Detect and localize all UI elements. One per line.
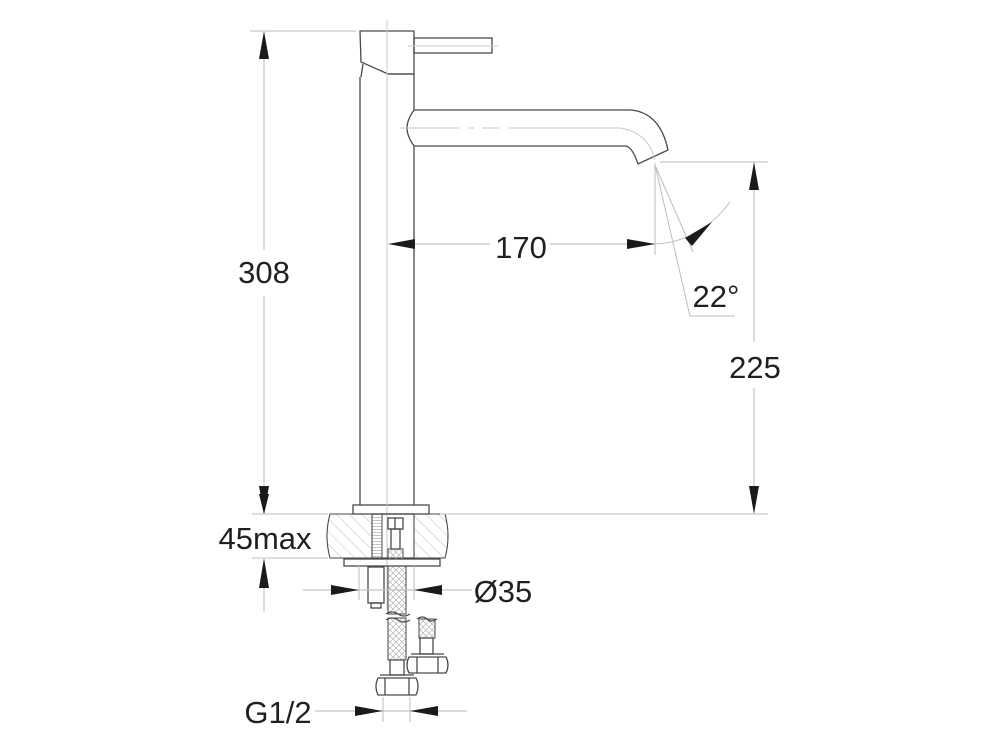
hex-nut-long xyxy=(375,677,419,696)
threaded-rod xyxy=(371,513,383,559)
dim-spout-angle: 22° xyxy=(654,164,740,317)
label-thread: G1/2 xyxy=(244,695,311,730)
label-outlet-height: 225 xyxy=(729,350,781,385)
label-overall-height: 308 xyxy=(238,255,290,290)
label-spout-reach: 170 xyxy=(495,230,547,265)
label-spout-angle: 22° xyxy=(693,279,740,314)
lock-plate xyxy=(343,558,441,567)
dim-overall-height: 308 xyxy=(238,30,356,514)
label-hole-diameter: Ø35 xyxy=(474,574,533,609)
dim-hole-diameter: Ø35 xyxy=(303,566,532,609)
arrow-right-icon xyxy=(355,706,383,716)
arrow-left-icon xyxy=(414,585,442,595)
arrow-down-icon xyxy=(749,486,759,514)
center-lines xyxy=(386,20,656,610)
arrow-right-icon xyxy=(627,239,655,249)
arrow-angle-icon xyxy=(685,222,712,246)
spout xyxy=(414,109,669,165)
faucet-body xyxy=(352,30,669,515)
dim-thread: G1/2 xyxy=(244,695,467,730)
arrow-left-icon xyxy=(388,239,415,249)
arrow-up-icon xyxy=(259,558,269,588)
mounting-nut xyxy=(367,566,385,604)
arrow-up-icon xyxy=(259,31,269,59)
arrow-down-icon xyxy=(259,494,269,514)
arrow-left-icon xyxy=(410,706,438,716)
dim-deck-thickness: 45max xyxy=(218,494,328,612)
arrow-right-icon xyxy=(331,585,359,595)
dim-spout-reach: 170 xyxy=(388,163,656,265)
hose-short xyxy=(418,618,436,639)
dim-outlet-height: 225 xyxy=(440,161,781,515)
hose-long xyxy=(387,617,407,661)
hex-nut-short xyxy=(406,656,449,674)
column-right xyxy=(406,74,415,505)
supply-hoses xyxy=(375,565,449,696)
arrow-up-icon xyxy=(749,162,759,190)
label-deck-thickness: 45max xyxy=(218,521,312,556)
base-flange xyxy=(352,504,430,515)
deck-section xyxy=(326,513,449,609)
